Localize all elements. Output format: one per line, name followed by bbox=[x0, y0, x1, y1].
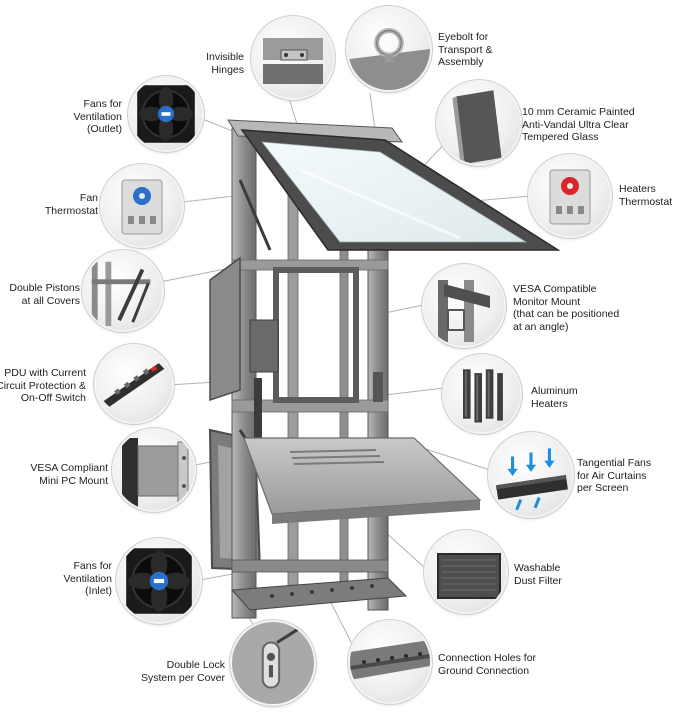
label-line: VESA Compliant bbox=[30, 462, 108, 474]
label-line: System per Cover bbox=[140, 671, 225, 684]
label-line: Ventilation bbox=[73, 110, 122, 123]
label-line: Eyebolt for bbox=[438, 31, 489, 43]
thermostat-blue-icon bbox=[121, 179, 163, 235]
ground-holes-callout bbox=[350, 622, 430, 702]
bracket-icon bbox=[122, 438, 189, 508]
thermostat-red-icon bbox=[549, 169, 591, 225]
label-line: Washable bbox=[514, 562, 561, 574]
base-rail bbox=[230, 577, 408, 611]
filter-icon bbox=[437, 553, 501, 599]
dust-filter-callout bbox=[426, 532, 506, 612]
power-strip-icon bbox=[103, 363, 165, 407]
eyebolt-icon bbox=[348, 27, 430, 90]
label-vesa-mini-pc: VESA Compliant Mini PC Mount bbox=[30, 462, 108, 487]
label-line: (that can be positioned bbox=[513, 308, 620, 320]
label-line: Heaters bbox=[619, 183, 656, 195]
fan-icon bbox=[137, 85, 195, 143]
label-line: Transport & bbox=[438, 43, 493, 56]
label-vesa-monitor: VESA Compatible Monitor Mount (that can … bbox=[513, 283, 619, 333]
eyebolt-callout bbox=[348, 8, 430, 90]
mini-pc-callout bbox=[114, 430, 194, 510]
label-line: Aluminum bbox=[531, 385, 578, 397]
label-line: Fan bbox=[79, 192, 98, 204]
label-line: Tangential Fans bbox=[577, 457, 652, 469]
label-heaters-thermostat: Heaters Thermostat bbox=[619, 183, 672, 208]
hinge-callout bbox=[253, 18, 333, 98]
lock-callout bbox=[232, 622, 314, 704]
label-line: Tempered Glass bbox=[522, 131, 599, 143]
pdu-callout bbox=[96, 346, 172, 422]
mid-cover bbox=[209, 256, 241, 402]
label-line: (Outlet) bbox=[86, 123, 122, 135]
pistons-callout bbox=[84, 252, 162, 330]
label-line: VESA Compatible bbox=[513, 283, 597, 295]
hinge-icon bbox=[263, 38, 323, 84]
label-invisible-hinges: Invisible Hinges bbox=[206, 51, 244, 76]
label-double-pistons: Double Pistons at all Covers bbox=[9, 282, 80, 307]
label-line: Mini PC Mount bbox=[39, 474, 108, 487]
label-tangential-fans: Tangential Fans for Air Curtains per Scr… bbox=[577, 457, 651, 495]
heater-icon bbox=[463, 369, 503, 423]
label-line: Fans for bbox=[83, 98, 122, 110]
label-line: Connection Holes for bbox=[438, 652, 537, 664]
ground-rail-icon bbox=[350, 640, 430, 680]
label-line: Heaters bbox=[531, 397, 568, 410]
label-line: Thermostat bbox=[619, 195, 673, 208]
label-eyebolt: Eyebolt for Transport & Assembly bbox=[438, 31, 492, 69]
label-line: at all Covers bbox=[21, 294, 80, 307]
label-line: 10 mm Ceramic Painted bbox=[522, 106, 635, 118]
label-line: Invisible bbox=[206, 51, 244, 63]
tangential-fan-icon bbox=[496, 448, 568, 511]
label-line: Monitor Mount bbox=[513, 295, 581, 308]
label-fans-outlet: Fans for Ventilation (Outlet) bbox=[74, 98, 122, 136]
label-line: for Air Curtains bbox=[577, 469, 647, 482]
label-line: Thermostat bbox=[44, 204, 98, 217]
label-aluminum-heaters: Aluminum Heaters bbox=[531, 385, 578, 410]
label-pdu: PDU with Current Circuit Protection & On… bbox=[0, 367, 86, 405]
monitor-mount-callout bbox=[424, 266, 504, 346]
label-fans-inlet: Fans for Ventilation (Inlet) bbox=[64, 560, 112, 598]
label-line: Anti-Vandal Ultra Clear bbox=[522, 118, 629, 131]
heaters-thermostat-callout bbox=[530, 156, 610, 236]
label-line: Double Pistons bbox=[9, 282, 80, 294]
fan-icon bbox=[126, 548, 192, 614]
label-line: (Inlet) bbox=[85, 585, 112, 597]
label-line: Circuit Protection & bbox=[0, 379, 86, 392]
glass-pane-icon bbox=[452, 90, 502, 164]
label-line: Dust Filter bbox=[514, 574, 562, 587]
label-line: Double Lock bbox=[166, 659, 225, 671]
monitor-mount-icon bbox=[438, 280, 490, 342]
label-fan-thermostat: Fan Thermostat bbox=[45, 192, 98, 217]
fan-outlet-callout bbox=[130, 78, 202, 150]
glass-callout bbox=[438, 82, 520, 164]
tangential-fan-callout bbox=[490, 434, 572, 516]
enclosure-illustration bbox=[208, 119, 561, 619]
label-glass: 10 mm Ceramic Painted Anti-Vandal Ultra … bbox=[522, 106, 635, 144]
fan-thermostat-callout bbox=[102, 166, 182, 246]
label-line: at an angle) bbox=[513, 320, 569, 333]
label-line: Hinges bbox=[211, 63, 244, 76]
fan-inlet-callout bbox=[118, 540, 200, 622]
label-line: per Screen bbox=[577, 482, 629, 494]
lock-icon bbox=[232, 622, 314, 704]
heater-callout bbox=[444, 356, 520, 432]
piston-icon bbox=[91, 261, 151, 327]
label-line: Ground Connection bbox=[438, 664, 530, 677]
label-ground-holes: Connection Holes for Ground Connection bbox=[438, 652, 536, 677]
label-dust-filter: Washable Dust Filter bbox=[514, 562, 562, 587]
label-line: Ventilation bbox=[63, 572, 112, 585]
mini-pc-plate bbox=[249, 319, 279, 373]
label-line: Fans for bbox=[73, 560, 112, 572]
label-line: PDU with Current bbox=[4, 367, 86, 379]
label-double-lock: Double Lock System per Cover bbox=[141, 659, 225, 684]
label-line: On-Off Switch bbox=[20, 392, 86, 404]
label-line: Assembly bbox=[438, 56, 484, 68]
